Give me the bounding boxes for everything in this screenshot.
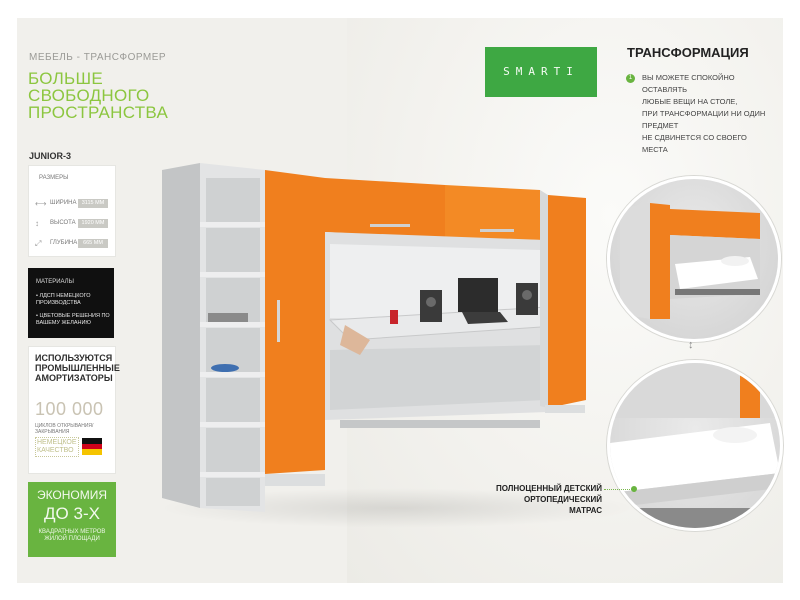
dimension-value: 3115 ММ	[78, 199, 108, 208]
transformation-text: ВЫ МОЖЕТЕ СПОКОЙНО ОСТАВЛЯТЬ ЛЮБЫЕ ВЕЩИ …	[642, 72, 772, 156]
depth-arrow-icon: ⤢	[35, 239, 42, 248]
shocks-title-line: ПРОМЫШЛЕННЫЕ	[35, 363, 120, 373]
right-wardrobe	[540, 190, 586, 413]
logo-text: SMARTI	[503, 65, 579, 78]
books-icon	[208, 313, 248, 322]
dimensions-panel: РАЗМЕРЫ ⟷ ШИРИНА 3115 ММ ↕ ВЫСОТА 1920 М…	[28, 165, 116, 257]
cycles-caption: ЦИКЛОВ ОТКРЫВАНИЯ/ЗАКРЫВАНИЯ	[35, 423, 94, 435]
transformation-text-line: ПРИ ТРАНСФОРМАЦИИ НИ ОДИН ПРЕДМЕТ	[642, 109, 766, 130]
headline-line: ПРОСТРАНСТВА	[28, 103, 169, 122]
shocks-title: ИСПОЛЬЗУЮТСЯ ПРОМЫШЛЕННЫЕ АМОРТИЗАТОРЫ	[35, 353, 120, 383]
width-arrow-icon: ⟷	[35, 199, 47, 208]
materials-item: • ЦВЕТОВЫЕ РЕШЕНИЯ ПО ВАШЕМУ ЖЕЛАНИЮ	[36, 313, 110, 326]
dimension-row-depth: ⤢ ГЛУБИНА 665 ММ	[35, 239, 115, 249]
quality-line: КАЧЕСТВО	[37, 447, 74, 454]
headline: БОЛЬШЕ СВОБОДНОГО ПРОСТРАНСТВА	[28, 70, 228, 121]
soda-can-icon	[390, 310, 398, 324]
left-wardrobe	[265, 170, 325, 486]
materials-title: МАТЕРИАЛЫ	[36, 279, 74, 285]
shock-absorbers-panel: ИСПОЛЬЗУЮТСЯ ПРОМЫШЛЕННЫЕ АМОРТИЗАТОРЫ 1…	[28, 346, 120, 474]
dimension-label: ВЫСОТА	[50, 220, 76, 226]
transition-arrow-icon: ↕	[688, 339, 694, 351]
economy-amount: ДО 3-Х	[44, 504, 100, 523]
dimension-row-height: ↕ ВЫСОТА 1920 ММ	[35, 219, 115, 229]
product-category: МЕБЕЛЬ - ТРАНСФОРМЕР	[29, 52, 167, 63]
top-cabinets	[325, 178, 540, 240]
materials-item-text: ЦВЕТОВЫЕ РЕШЕНИЯ ПО ВАШЕМУ ЖЕЛАНИЮ	[36, 313, 110, 326]
economy-caption-line: ЖИЛОЙ ПЛОЩАДИ	[44, 536, 100, 542]
model-name: JUNIOR-3	[29, 151, 72, 161]
headline-line: СВОБОДНОГО	[28, 86, 150, 105]
dimension-label: ГЛУБИНА	[50, 240, 78, 246]
mattress-illustration	[610, 363, 780, 528]
mattress-label: ПОЛНОЦЕННЫЙ ДЕТСКИЙ ОРТОПЕДИЧЕСКИЙ МАТРА…	[490, 483, 602, 516]
shocks-title-line: АМОРТИЗАТОРЫ	[35, 373, 113, 383]
leader-dot	[631, 486, 637, 492]
transformation-text-line: НЕ СДВИНЕТСЯ СО СВОЕГО МЕСТА	[642, 133, 747, 154]
shocks-title-line: ИСПОЛЬЗУЮТСЯ	[35, 353, 113, 363]
economy-title: ЭКОНОМИЯ	[36, 488, 108, 502]
economy-panel: ЭКОНОМИЯ ДО 3-Х КВАДРАТНЫХ МЕТРОВ ЖИЛОЙ …	[28, 482, 116, 557]
dimensions-title: РАЗМЕРЫ	[39, 175, 69, 181]
transformation-text-line: ЛЮБЫЕ ВЕЩИ НА СТОЛЕ,	[642, 97, 738, 106]
left-bookcase	[162, 163, 265, 512]
economy-caption: КВАДРАТНЫХ МЕТРОВ ЖИЛОЙ ПЛОЩАДИ	[28, 529, 116, 543]
mattress-label-line: ОРТОПЕДИЧЕСКИЙ МАТРАС	[523, 495, 602, 515]
wall-bed-desk	[325, 232, 581, 428]
leader-line	[604, 489, 634, 490]
plate-icon	[211, 364, 239, 372]
economy-caption-line: КВАДРАТНЫХ МЕТРОВ	[38, 529, 106, 535]
folded-bed-illustration	[620, 203, 760, 319]
dimension-label: ШИРИНА	[50, 200, 77, 206]
german-quality-badge: НЕМЕЦКОЕ КАЧЕСТВО	[35, 437, 79, 457]
materials-panel: МАТЕРИАЛЫ • ЛДСП НЕМЕЦКОГО ПРОИЗВОДСТВА …	[28, 268, 114, 338]
bed-preview-closed	[607, 176, 781, 342]
bullet-number: 1	[626, 74, 635, 83]
german-flag-icon	[82, 438, 102, 455]
height-arrow-icon: ↕	[35, 219, 39, 228]
desk-support-left	[340, 325, 370, 355]
materials-item-text: ЛДСП НЕМЕЦКОГО ПРОИЗВОДСТВА	[36, 293, 91, 306]
bed-preview-mattress	[607, 360, 783, 531]
mattress-label-line: ПОЛНОЦЕННЫЙ ДЕТСКИЙ	[495, 484, 602, 493]
monitor-icon	[458, 278, 498, 312]
dimension-value: 665 ММ	[78, 239, 108, 248]
transformation-title: ТРАНСФОРМАЦИЯ	[627, 45, 749, 60]
headline-line: БОЛЬШЕ	[28, 69, 104, 88]
materials-item: • ЛДСП НЕМЕЦКОГО ПРОИЗВОДСТВА	[36, 293, 91, 306]
dimension-row-width: ⟷ ШИРИНА 3115 ММ	[35, 199, 115, 209]
transformation-text-line: ВЫ МОЖЕТЕ СПОКОЙНО ОСТАВЛЯТЬ	[642, 73, 735, 94]
quality-line: НЕМЕЦКОЕ	[37, 439, 77, 446]
smarti-logo: SMARTI	[485, 47, 597, 97]
dimension-value: 1920 ММ	[78, 219, 108, 228]
cycles-number: 100 000	[35, 399, 104, 419]
